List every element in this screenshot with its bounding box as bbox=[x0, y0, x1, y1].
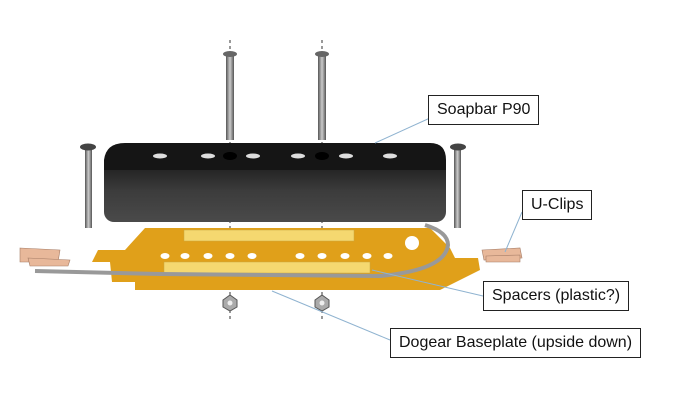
mount-screw-right bbox=[450, 143, 466, 228]
u-clip-left bbox=[19, 247, 71, 267]
label-u-clips: U-Clips bbox=[522, 190, 593, 220]
mount-screw-left bbox=[80, 143, 96, 228]
soapbar-cover bbox=[104, 143, 446, 222]
u-clip-right bbox=[481, 247, 523, 263]
nut-left bbox=[222, 294, 238, 312]
label-soapbar-p90: Soapbar P90 bbox=[428, 95, 540, 125]
label-dogear-baseplate: Dogear Baseplate (upside down) bbox=[390, 328, 642, 358]
pole-piece-slots bbox=[153, 153, 397, 159]
label-spacers: Spacers (plastic?) bbox=[483, 281, 630, 311]
pole-screw-left bbox=[223, 51, 237, 140]
spacer-bottom bbox=[163, 261, 371, 274]
baseplate bbox=[92, 228, 480, 290]
baseplate-holes bbox=[160, 253, 393, 259]
leader-lines bbox=[271, 117, 523, 341]
spacer-top bbox=[183, 229, 355, 242]
pole-screw-right bbox=[315, 51, 329, 140]
nut-right bbox=[314, 294, 330, 312]
